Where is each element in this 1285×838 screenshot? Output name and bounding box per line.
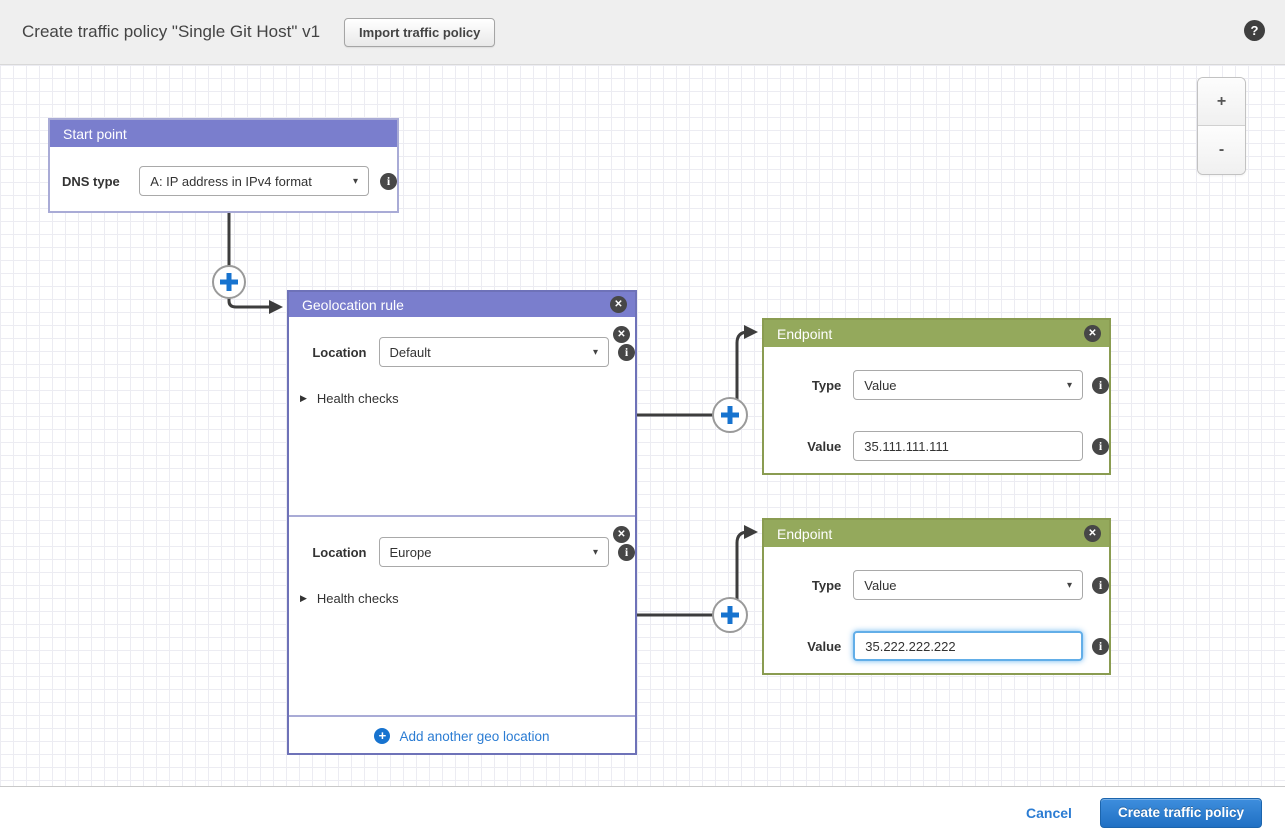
endpoint-type-select[interactable]: Value ▾ [853,370,1083,400]
endpoint-type-selected-value: Value [864,377,897,393]
endpoint-type-select[interactable]: Value ▾ [853,570,1083,600]
geo-location-section-default: ✕ Location Default ▾ i ▶ Health checks [289,317,635,517]
start-point-title: Start point [63,125,127,142]
plus-circle-icon: + [374,728,391,744]
disclosure-triangle-icon: ▶ [300,393,307,403]
import-traffic-policy-button[interactable]: Import traffic policy [344,17,496,47]
health-checks-toggle[interactable]: ▶ Health checks [289,591,635,606]
add-geo-location-button[interactable]: + Add another geo location [289,717,635,755]
info-icon[interactable]: i [1092,437,1109,455]
start-point-node: Start point DNS type A: IP address in IP… [48,118,399,213]
endpoint-type-selected-value: Value [864,577,897,593]
close-icon[interactable]: ✕ [1084,325,1101,342]
endpoint-value-input[interactable] [853,431,1083,461]
endpoint-title: Endpoint [777,325,833,342]
zoom-controls: + - [1197,77,1246,175]
chevron-down-icon: ▾ [592,546,598,558]
location-selected-value: Default [389,344,431,360]
page-title: Create traffic policy "Single Git Host" … [22,22,321,41]
arrowhead-icon [744,325,758,339]
health-checks-label: Health checks [316,591,399,606]
location-select[interactable]: Default ▾ [378,337,609,367]
action-bar: Cancel Create traffic policy [0,786,1285,838]
help-icon[interactable]: ? [1244,20,1265,41]
info-icon[interactable]: i [618,543,635,561]
info-icon[interactable]: i [1092,376,1109,394]
zoom-out-button[interactable]: - [1198,126,1245,174]
endpoint-type-label: Type [811,577,842,593]
policy-editor-canvas: + - Start point DNS type A: IP address i… [0,65,1285,786]
health-checks-label: Health checks [316,391,399,406]
plus-icon [721,606,739,624]
add-geo-location-label: Add another geo location [399,728,550,744]
close-icon[interactable]: ✕ [613,326,630,343]
add-endpoint-connector-button[interactable] [712,597,748,633]
chevron-down-icon: ▾ [592,346,598,358]
info-icon[interactable]: i [618,343,635,361]
location-select[interactable]: Europe ▾ [378,537,609,567]
endpoint-value-label: Value [807,438,842,454]
endpoint-node-1: Endpoint ✕ Type Value ▾ i Value i [762,318,1111,475]
geo-location-section-europe: ✕ Location Europe ▾ i ▶ Health checks [289,517,635,717]
disclosure-triangle-icon: ▶ [300,593,307,603]
plus-icon [220,273,238,291]
arrowhead-icon [269,300,283,314]
create-traffic-policy-button[interactable]: Create traffic policy [1099,797,1262,828]
chevron-down-icon: ▾ [1066,579,1072,591]
chevron-down-icon: ▾ [1066,379,1072,391]
add-endpoint-connector-button[interactable] [712,397,748,433]
location-selected-value: Europe [389,544,432,560]
health-checks-toggle[interactable]: ▶ Health checks [289,391,635,406]
location-label: Location [312,344,367,360]
location-label: Location [312,544,367,560]
add-rule-connector-button[interactable] [212,265,246,299]
dns-type-select[interactable]: A: IP address in IPv4 format ▾ [139,166,369,196]
dns-type-selected-value: A: IP address in IPv4 format [150,173,312,189]
zoom-in-button[interactable]: + [1198,78,1245,126]
endpoint-title: Endpoint [777,525,833,542]
close-icon[interactable]: ✕ [613,526,630,543]
chevron-down-icon: ▾ [352,175,358,187]
endpoint-value-label: Value [807,638,842,654]
top-bar: Create traffic policy "Single Git Host" … [0,0,1285,65]
cancel-button[interactable]: Cancel [1026,804,1072,821]
geolocation-rule-header: Geolocation rule ✕ [289,292,635,317]
info-icon[interactable]: i [1092,637,1109,655]
endpoint-header: Endpoint ✕ [764,520,1109,547]
info-icon[interactable]: i [380,172,397,190]
plus-icon [721,406,739,424]
arrowhead-icon [744,525,758,539]
endpoint-header: Endpoint ✕ [764,320,1109,347]
start-point-header: Start point [50,120,397,147]
close-icon[interactable]: ✕ [610,296,627,313]
endpoint-value-input-focused[interactable] [853,631,1083,661]
endpoint-node-2: Endpoint ✕ Type Value ▾ i Value i [762,518,1111,675]
info-icon[interactable]: i [1092,576,1109,594]
geolocation-rule-title: Geolocation rule [302,296,404,313]
endpoint-type-label: Type [811,377,842,393]
dns-type-label: DNS type [62,173,120,189]
geolocation-rule-node: Geolocation rule ✕ ✕ Location Default ▾ … [287,290,637,755]
close-icon[interactable]: ✕ [1084,525,1101,542]
